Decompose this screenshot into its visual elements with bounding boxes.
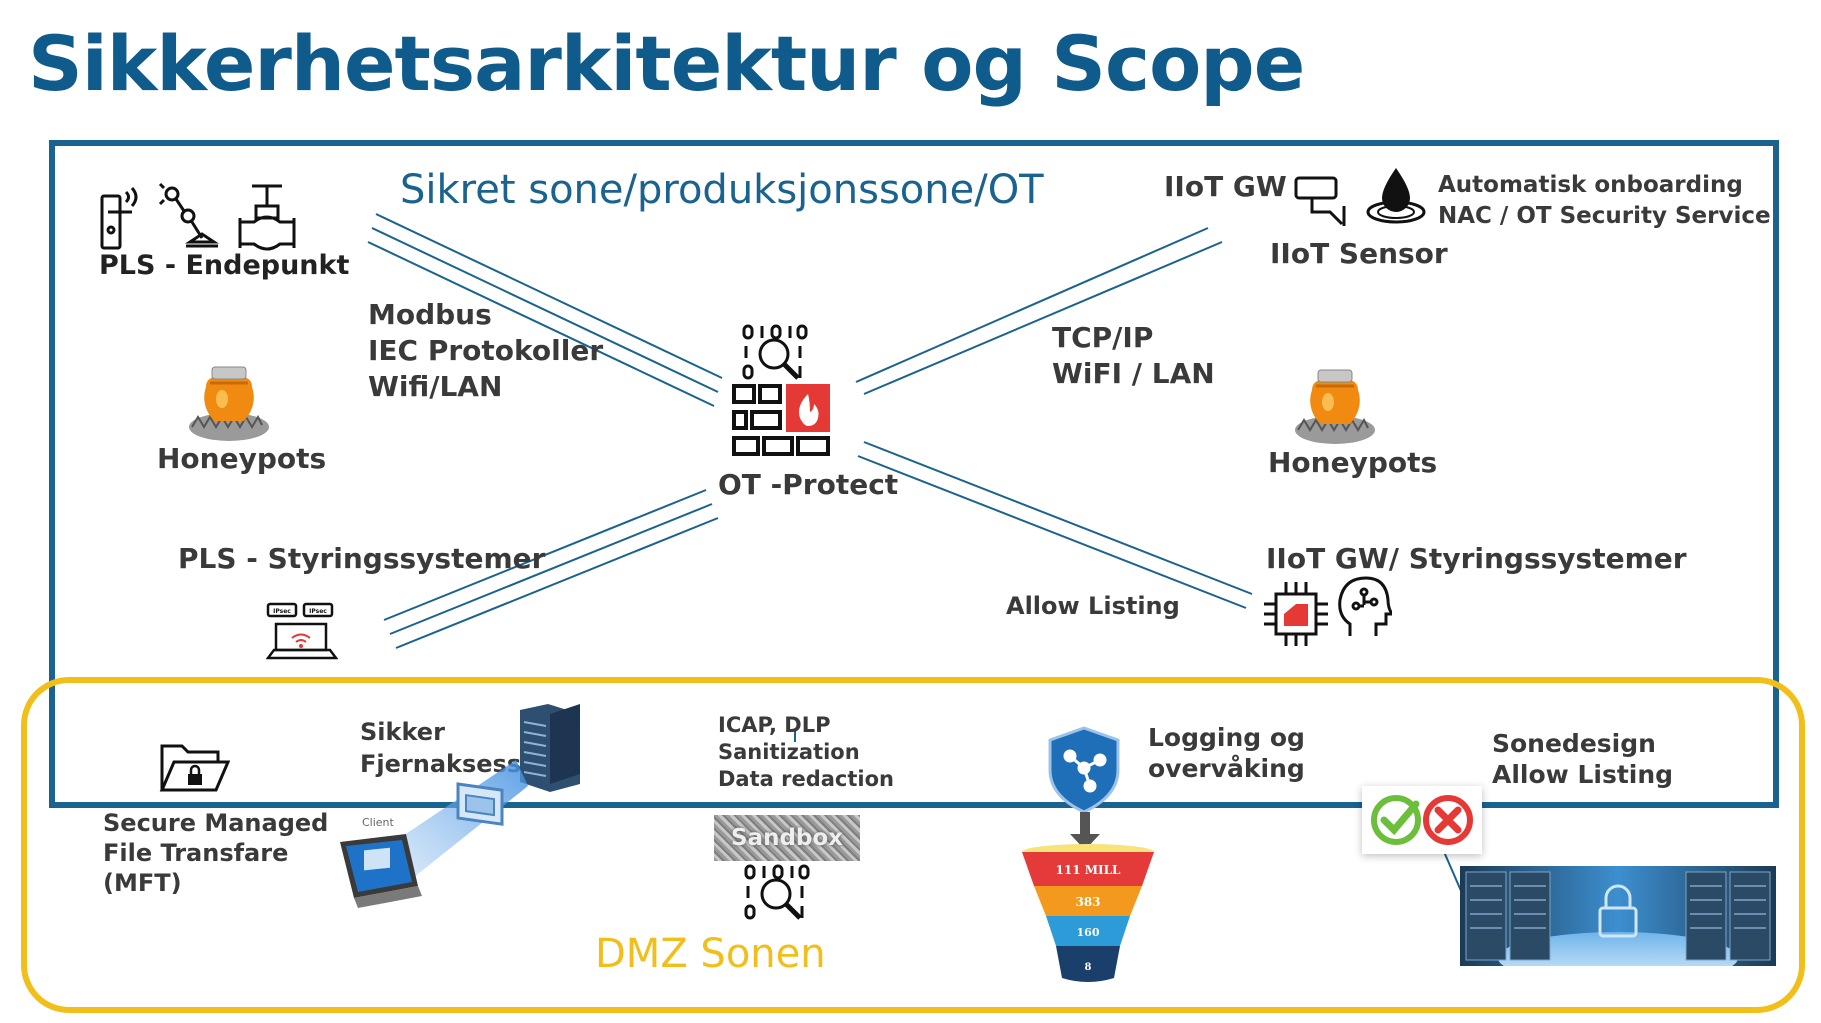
mft-line: File Transfare — [103, 839, 289, 867]
link-line — [855, 227, 1209, 383]
client-label: Client — [362, 816, 395, 829]
icap-line: ICAP, DLP — [718, 713, 831, 737]
logging-label: Logging og overvåking — [1148, 722, 1305, 784]
funnel-value: 383 — [1075, 895, 1100, 909]
link-line — [371, 227, 719, 393]
pls-endepunkt-label: PLS - Endepunkt — [99, 250, 350, 281]
wifi-lan-line: WiFI / LAN — [1052, 357, 1215, 390]
link-line — [863, 441, 1253, 595]
protocols-label: Modbus IEC Protokoller Wifi/LAN — [368, 297, 603, 405]
ipsec-tag: IPsec — [309, 608, 327, 615]
link-line — [383, 489, 707, 621]
sonedesign-label: Sonedesign Allow Listing — [1492, 728, 1673, 790]
protocol-iec: IEC Protokoller — [368, 334, 604, 367]
sanitization-line: Sanitization — [718, 740, 860, 764]
sandbox-label: Sandbox — [730, 825, 844, 851]
iiot-gw-styring-label: IIoT GW/ Styringssystemer — [1266, 542, 1687, 575]
firewall-icon — [732, 384, 830, 456]
window-icon — [456, 782, 504, 826]
ot-zone-border — [49, 140, 1779, 808]
honeypots-left-label: Honeypots — [157, 442, 327, 475]
overvaking-line: overvåking — [1148, 754, 1305, 783]
binary-magnifier-icon — [742, 324, 808, 380]
honeypots-right-label: Honeypots — [1268, 446, 1438, 479]
mft-line: (MFT) — [103, 869, 182, 897]
iiot-gw-label: IIoT GW — [1164, 170, 1287, 203]
ai-head-icon — [1338, 576, 1392, 636]
check-icon — [1371, 795, 1421, 845]
link-line — [395, 517, 719, 649]
binary-magnifier-icon — [744, 864, 810, 920]
down-arrow-icon — [1070, 812, 1100, 850]
secure-datacenter-image — [1460, 866, 1776, 966]
water-drop-sensor-icon — [1366, 168, 1426, 224]
tcpip-line: TCP/IP — [1052, 321, 1154, 354]
dmz-zone-border — [21, 677, 1805, 1013]
valve-icon — [238, 184, 296, 251]
pls-styring-label: PLS - Styringssystemer — [178, 542, 546, 575]
fjernaksess-line: Fjernaksess — [360, 750, 522, 778]
link-line — [857, 455, 1247, 609]
sikker-line: Sikker — [360, 718, 445, 746]
client-computer-icon — [340, 834, 422, 908]
allow-deny-icons — [1371, 795, 1473, 845]
nac-line: NAC / OT Security Service — [1438, 203, 1771, 229]
onboarding-label: Automatisk onboarding NAC / OT Security … — [1438, 170, 1771, 232]
remote-access-illustration: Client — [340, 704, 580, 908]
funnel-value: 111 MILL — [1056, 863, 1122, 877]
honeypot-icon — [189, 366, 269, 441]
locked-folder-icon — [159, 744, 230, 792]
iiot-sensor-label: IIoT Sensor — [1270, 237, 1448, 270]
ot-zone-title: Sikret sone/produksjonssone/OT — [400, 167, 1044, 213]
ipsec-tag: IPsec — [273, 608, 291, 615]
chip-icon — [1264, 582, 1328, 646]
icap-label: ICAP, DLP Sanitization Data redaction — [718, 712, 894, 793]
honeypot-icon — [1295, 369, 1375, 444]
page-title: Sikkerhetsarkitektur og Scope — [28, 19, 1305, 108]
sikker-fjernaksess-label: Sikker Fjernaksess — [360, 716, 521, 780]
onboarding-line: Automatisk onboarding — [1438, 172, 1743, 198]
protocol-modbus: Modbus — [368, 298, 492, 331]
logging-line: Logging og — [1148, 723, 1305, 752]
pls-endpoint-icons — [100, 182, 296, 251]
ot-protect-label: OT -Protect — [718, 468, 899, 501]
sandbox-box: Sandbox — [714, 815, 860, 861]
data-funnel-icon: 111 MILL 383 160 8 — [1022, 844, 1154, 982]
data-redaction-line: Data redaction — [718, 767, 894, 791]
robot-arm-icon — [158, 182, 219, 248]
link-line — [863, 241, 1223, 395]
link-line — [389, 503, 713, 635]
funnel-value: 8 — [1085, 962, 1092, 973]
allow-listing-line: Allow Listing — [1492, 760, 1674, 789]
smart-lock-icon — [100, 187, 138, 250]
allow-listing-label: Allow Listing — [1006, 592, 1180, 620]
link-line — [375, 213, 723, 379]
tcpip-label: TCP/IP WiFI / LAN — [1052, 320, 1215, 392]
sonedesign-line: Sonedesign — [1492, 729, 1656, 758]
network-shield-icon — [1048, 726, 1120, 814]
camera-sensor-icon — [1294, 176, 1346, 226]
mft-line: Secure Managed — [103, 809, 329, 837]
server-rack-icon — [520, 704, 580, 792]
protocol-wifi-lan: Wifi/LAN — [368, 370, 503, 403]
dmz-zone-title: DMZ Sonen — [595, 931, 826, 977]
mft-label: Secure Managed File Transfare (MFT) — [103, 808, 328, 898]
ipsec-laptop-icon: IPsec IPsec — [266, 602, 338, 660]
padlock-icon — [1598, 884, 1638, 938]
link-line — [367, 241, 715, 407]
funnel-value: 160 — [1077, 926, 1100, 939]
allow-deny-card — [1362, 786, 1482, 854]
